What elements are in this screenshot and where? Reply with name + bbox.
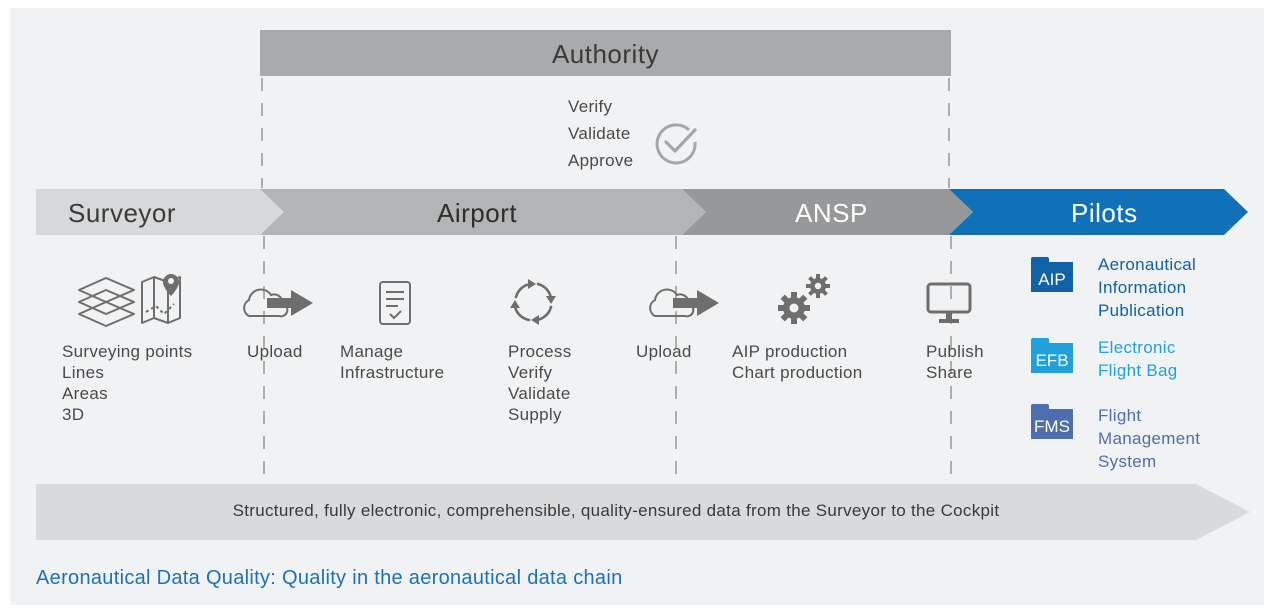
check-circle-icon — [655, 123, 697, 165]
monitor-icon — [926, 282, 972, 323]
chain-ansp — [682, 189, 973, 235]
chain-surveyor — [36, 189, 284, 235]
airport-label: Airport — [437, 198, 518, 228]
manage-line-2: Infrastructure — [340, 363, 445, 382]
authority-validate: Validate — [568, 124, 631, 143]
publish-item-2: Share — [926, 363, 973, 382]
authority-verify: Verify — [568, 97, 613, 116]
cloud-upload-icon — [243, 288, 313, 318]
efb-line-2: Flight Bag — [1098, 361, 1178, 380]
data-chain-banner-text: Structured, fully electronic, comprehens… — [232, 501, 1000, 520]
cloud-upload-icon-2 — [649, 288, 719, 318]
surveying-item-3: Areas — [62, 384, 108, 403]
surveying-item-2: Lines — [62, 363, 105, 382]
efb-line-1: Electronic — [1098, 338, 1176, 357]
aip-line-1: Aeronautical — [1098, 255, 1197, 274]
aip-line-2: Information — [1098, 278, 1187, 297]
efb-folder-icon: EFB — [1031, 338, 1073, 373]
production-item-1: AIP production — [732, 342, 848, 361]
ansp-label: ANSP — [795, 198, 868, 228]
aip-folder-icon: AIP — [1031, 257, 1073, 292]
aip-line-3: Publication — [1098, 301, 1185, 320]
refresh-cycle-icon — [510, 279, 556, 325]
upload-label-1: Upload — [247, 342, 303, 361]
process-item-4: Supply — [508, 405, 562, 424]
efb-abbr: EFB — [1035, 351, 1069, 370]
document-check-icon — [379, 281, 411, 325]
gears-icon — [778, 274, 830, 324]
authority-bar — [260, 30, 951, 76]
upload-label-2: Upload — [636, 342, 692, 361]
survey-map-icon — [78, 274, 181, 327]
chain-airport — [260, 189, 706, 235]
authority-title: Authority — [551, 39, 660, 69]
fms-abbr: FMS — [1034, 417, 1070, 436]
fms-line-1: Flight — [1098, 406, 1142, 425]
process-item-3: Validate — [508, 384, 571, 403]
process-item-1: Process — [508, 342, 572, 361]
surveying-item-4: 3D — [62, 405, 85, 424]
publish-item-1: Publish — [926, 342, 984, 361]
chain-pilots — [949, 189, 1248, 235]
surveyor-label: Surveyor — [68, 198, 177, 228]
authority-approve: Approve — [568, 151, 634, 170]
production-item-2: Chart production — [732, 363, 863, 382]
pilots-label: Pilots — [1071, 198, 1138, 228]
fms-folder-icon: FMS — [1031, 404, 1073, 439]
manage-line-1: Manage — [340, 342, 404, 361]
fms-line-2: Management — [1098, 429, 1201, 448]
surveying-item-1: Surveying points — [62, 342, 193, 361]
aip-abbr: AIP — [1038, 270, 1066, 289]
process-item-2: Verify — [508, 363, 553, 382]
fms-line-3: System — [1098, 452, 1157, 471]
figure-caption: Aeronautical Data Quality: Quality in th… — [36, 567, 623, 589]
